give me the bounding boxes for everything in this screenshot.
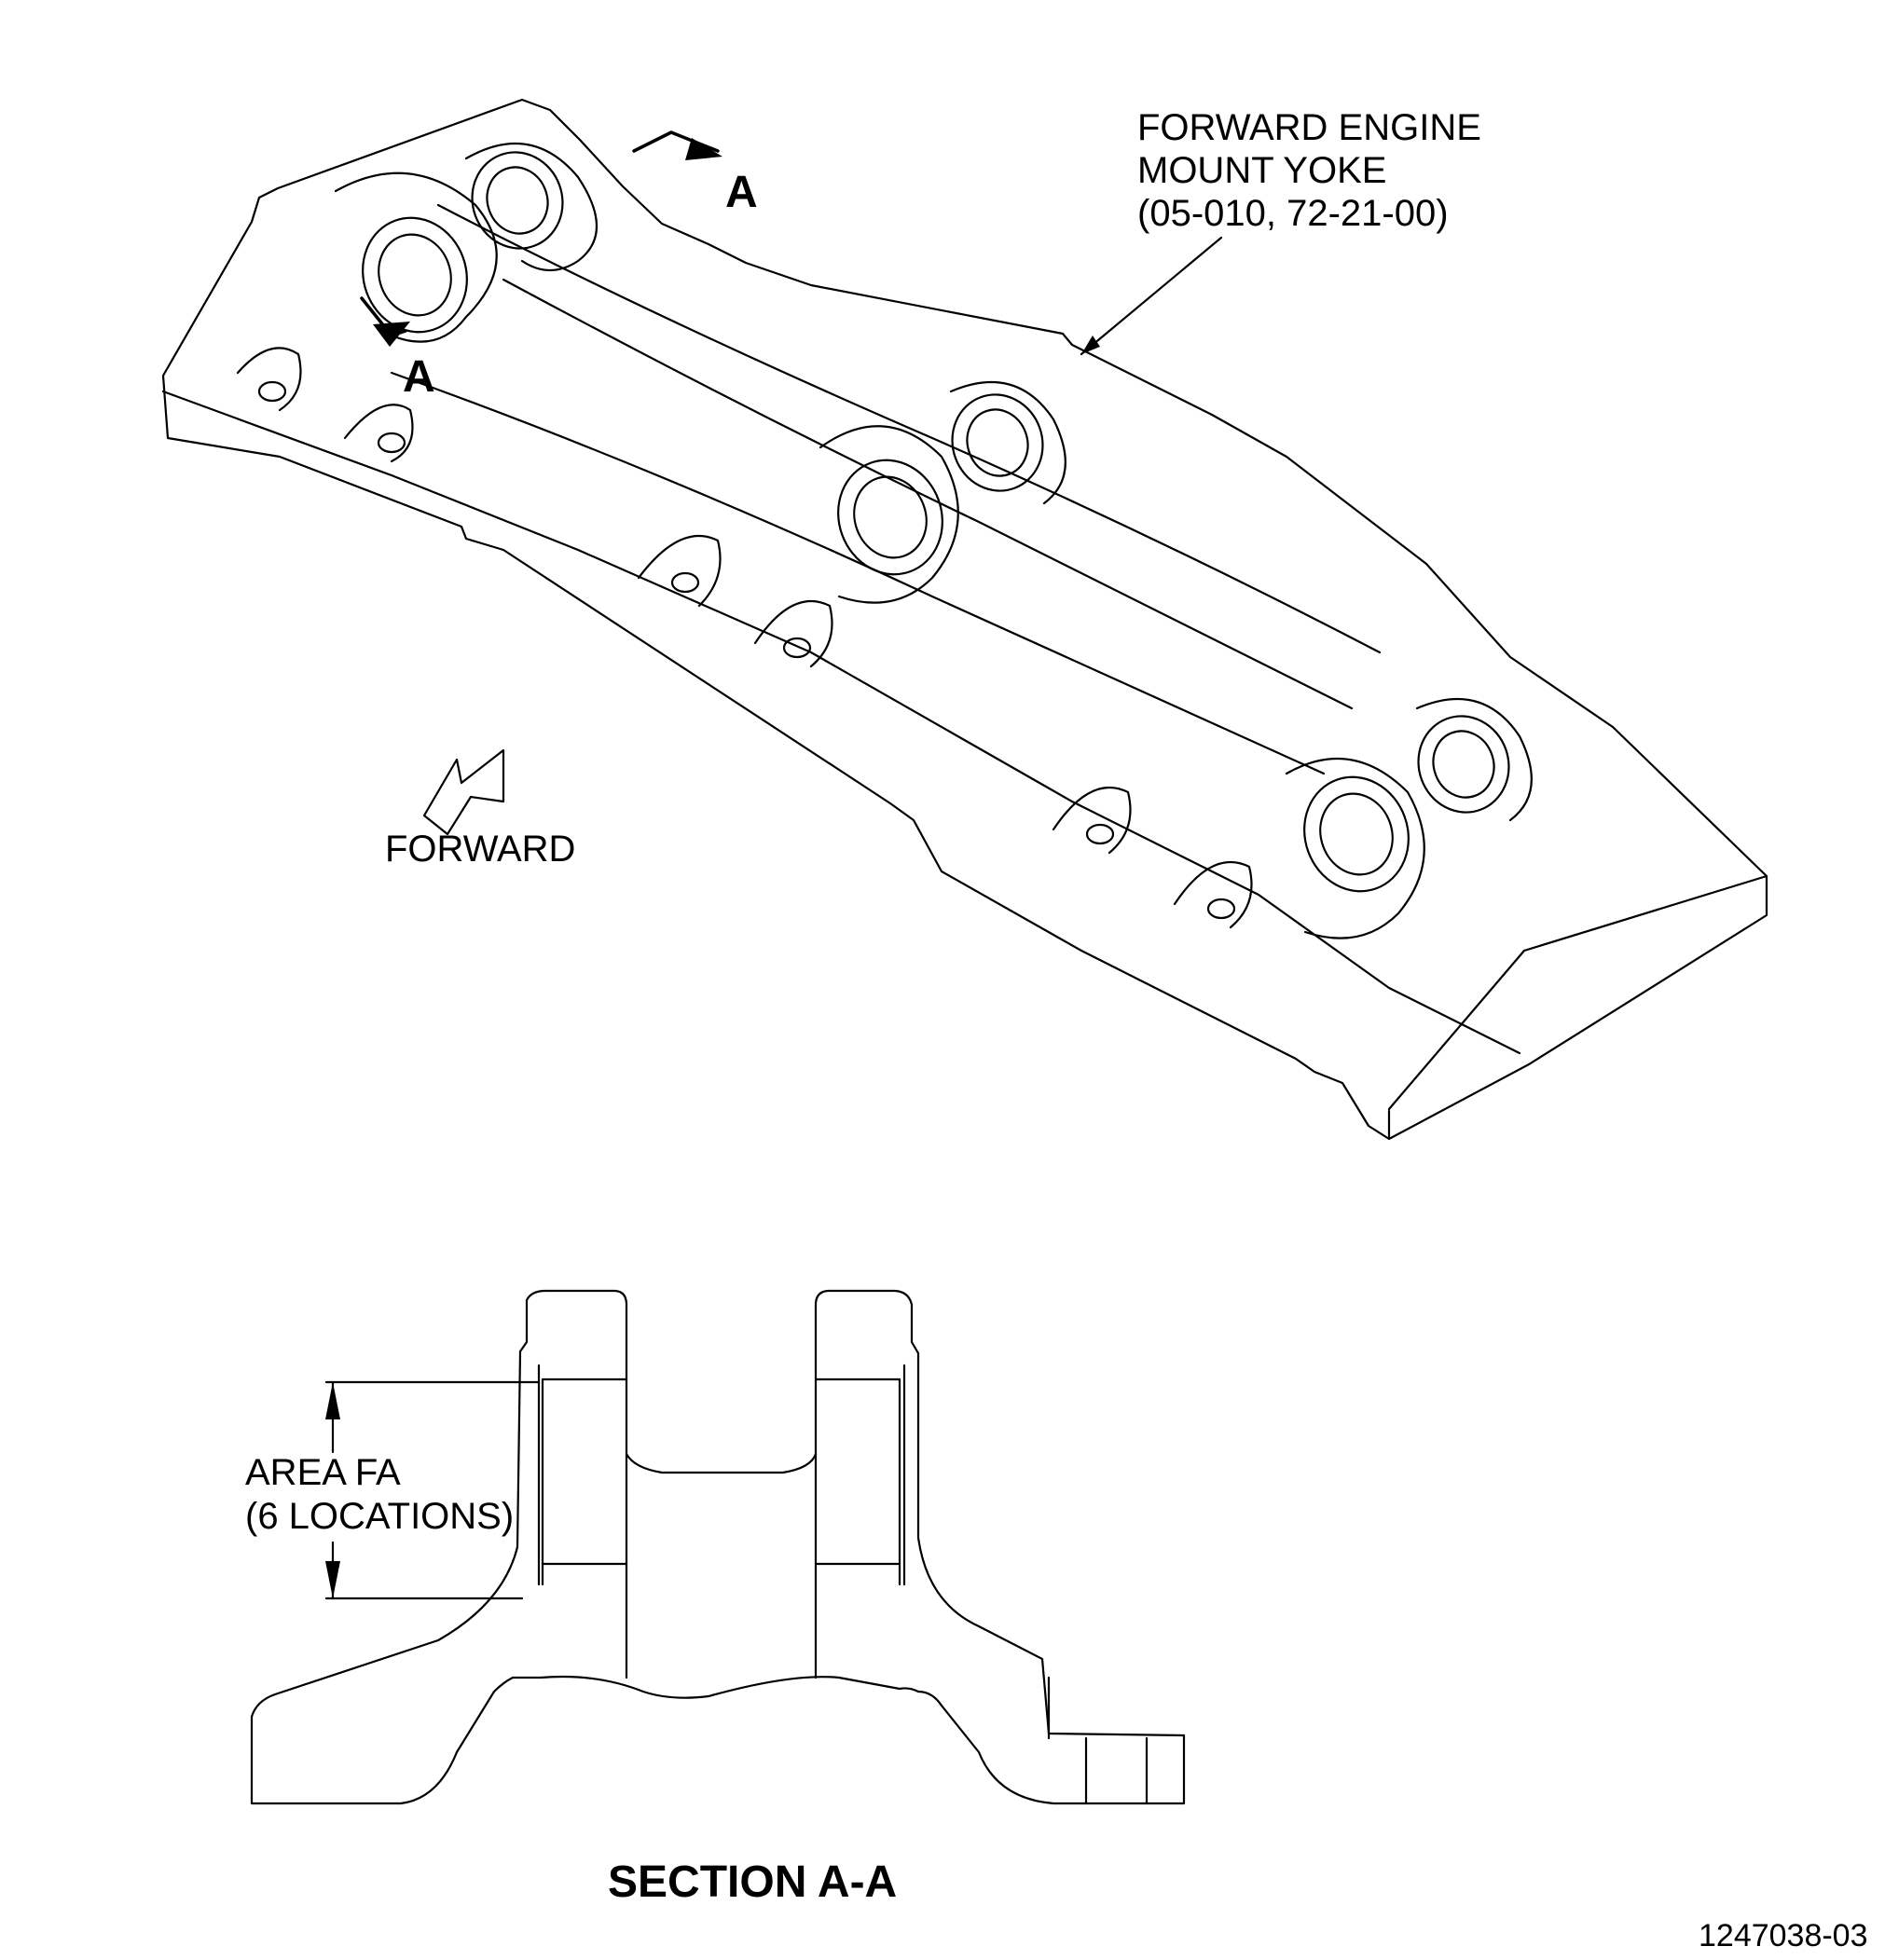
- yoke-lower-edge: [161, 390, 1521, 1055]
- lug-lower-right: [1415, 697, 1533, 822]
- cut-arrow-top: [685, 138, 722, 160]
- part-label-line-3: (05-010, 72-21-00): [1137, 193, 1449, 234]
- boss-6-hole: [1206, 898, 1236, 920]
- area-label-line-1: AREA FA: [245, 1452, 401, 1493]
- figure-id: 1247038-03: [1699, 1918, 1868, 1953]
- boss-1: [236, 347, 302, 412]
- section-title: SECTION A-A: [608, 1857, 897, 1907]
- forward-arrow-shape: [422, 748, 505, 836]
- bushing-left-outline: [541, 1377, 628, 1586]
- boss-5-hole: [1085, 823, 1115, 845]
- bore-5-outer: [1303, 775, 1410, 893]
- bushing-right-outline: [814, 1377, 901, 1586]
- forward-arrow: [422, 748, 505, 836]
- yoke-end-face-edge-2: [1387, 949, 1526, 1111]
- bore-3-inner: [853, 475, 928, 559]
- bore-6-inner: [1432, 730, 1495, 799]
- section-cut-marker-top: [632, 130, 722, 160]
- lug-lower-left: [1285, 757, 1425, 939]
- forward-label: FORWARD: [385, 829, 575, 870]
- boss-3-hole: [670, 571, 700, 594]
- channel-line-3: [436, 203, 1382, 654]
- bore-4-inner: [966, 408, 1029, 477]
- boss-2-hole: [377, 432, 406, 454]
- boss-3: [637, 534, 722, 608]
- bore-3-outer: [837, 459, 943, 576]
- lug-upper-left: [334, 171, 498, 343]
- bore-2-outer: [471, 151, 564, 250]
- bore-1-inner: [378, 233, 452, 317]
- bore-1-outer: [362, 216, 468, 334]
- area-label-line-2: (6 LOCATIONS): [245, 1496, 514, 1537]
- boss-4-hole: [782, 637, 812, 659]
- cut-arrow-left: [373, 322, 410, 347]
- section-marker-left: A: [403, 352, 435, 402]
- lug-middle-left: [819, 425, 959, 604]
- section-profile-outer: [250, 1289, 1186, 1805]
- dim-arrow-down: [325, 1561, 340, 1598]
- yoke-end-face-edge: [1522, 874, 1768, 953]
- yoke-isometric-view: [161, 98, 1768, 1141]
- lug-middle-right: [949, 380, 1066, 505]
- yoke-outline: [161, 98, 1768, 1141]
- boss-6: [1173, 860, 1253, 929]
- channel-line-2: [502, 278, 1354, 710]
- bore-4-outer: [951, 393, 1044, 492]
- bore-2-inner: [486, 166, 549, 235]
- channel-line-1: [390, 371, 1326, 775]
- lug-upper-right: [464, 142, 598, 271]
- boss-1-hole: [257, 380, 287, 403]
- bore-6-outer: [1417, 715, 1510, 814]
- section-cut-marker-left: [360, 296, 410, 347]
- part-label-line-2: MOUNT YOKE: [1137, 150, 1386, 191]
- section-marker-top: A: [725, 168, 758, 217]
- boss-2: [343, 404, 414, 463]
- dim-arrow-up: [325, 1382, 340, 1419]
- part-leader-arrowhead: [1081, 336, 1100, 354]
- section-a-a-view: [250, 1289, 1186, 1805]
- part-label-line-1: FORWARD ENGINE: [1137, 107, 1481, 148]
- boss-5: [1052, 786, 1132, 855]
- part-leader-line: [1080, 236, 1223, 356]
- boss-4: [753, 599, 833, 668]
- bore-5-inner: [1319, 792, 1394, 876]
